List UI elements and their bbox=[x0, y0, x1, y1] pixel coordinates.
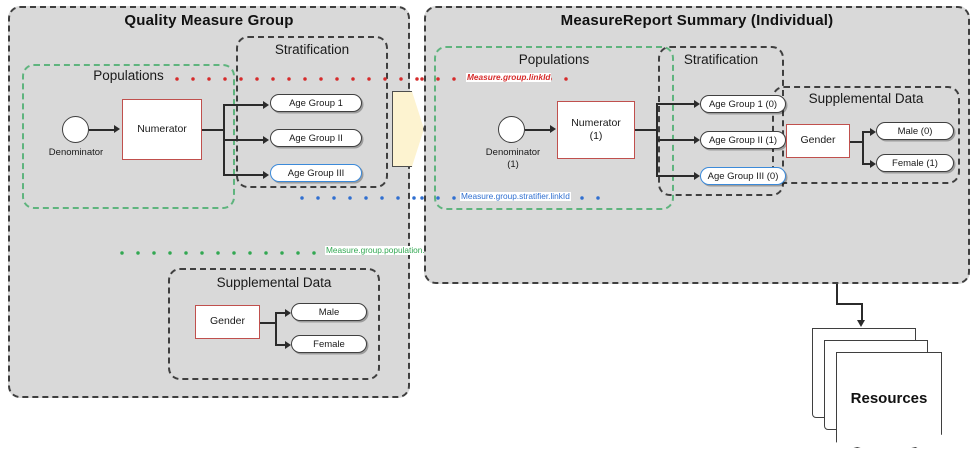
left-strat-item-2[interactable]: Age Group II bbox=[270, 129, 362, 147]
resources-connector-horizontal bbox=[836, 303, 862, 305]
right-gender-vertical bbox=[862, 131, 864, 164]
left-supplemental-item-2-label: Female bbox=[313, 338, 345, 350]
left-numerator-node: Numerator bbox=[122, 99, 202, 160]
left-panel-title: Quality Measure Group bbox=[124, 12, 294, 29]
group-linkid-label: Measure.group.linkId bbox=[466, 72, 552, 83]
left-denominator-label: Denominator bbox=[48, 147, 104, 158]
resources-connector-vertical-1 bbox=[836, 284, 838, 304]
measurereport-summary-panel bbox=[424, 6, 970, 284]
stratifier-linkid-label: Measure.group.stratifier.linkId bbox=[460, 191, 571, 202]
right-numerator-count: (1) bbox=[589, 130, 603, 142]
right-fan-branch-3 bbox=[656, 175, 696, 177]
left-populations-title: Populations bbox=[93, 68, 164, 83]
resources-arrow bbox=[857, 320, 865, 327]
left-gender-arrow-2 bbox=[285, 341, 291, 349]
left-fan-arrow-2 bbox=[263, 136, 269, 144]
right-numerator-label: Numerator bbox=[571, 116, 621, 129]
right-strat-item-1-label: Age Group 1 (0) bbox=[708, 98, 778, 110]
left-gender-branch-1 bbox=[275, 312, 287, 314]
flow-chevron-icon bbox=[392, 91, 424, 167]
left-fan-arrow-3 bbox=[263, 171, 269, 179]
left-gender-stem bbox=[260, 322, 276, 324]
left-strat-item-3-label: Age Group III bbox=[287, 167, 345, 179]
resources-doc-front: Resources bbox=[836, 352, 942, 448]
right-fan-arrow-2 bbox=[694, 136, 700, 144]
right-gender-branch-2 bbox=[862, 163, 872, 165]
left-denominator-arrow bbox=[114, 125, 120, 133]
left-fan-branch-3 bbox=[223, 174, 265, 176]
right-fan-branch-2 bbox=[656, 139, 696, 141]
left-gender-label: Gender bbox=[209, 315, 246, 328]
left-stratifier-linkid-track bbox=[300, 196, 425, 200]
right-panel-title: MeasureReport Summary (Individual) bbox=[560, 12, 834, 29]
left-supplemental-item-2[interactable]: Female bbox=[291, 335, 367, 353]
right-populations-title: Populations bbox=[518, 52, 590, 67]
left-gender-branch-2 bbox=[275, 344, 287, 346]
right-denominator-to-numerator-line bbox=[525, 129, 552, 131]
left-gender-arrow-1 bbox=[285, 309, 291, 317]
right-supplemental-item-1-label: Male (0) bbox=[897, 125, 933, 137]
right-stratification-title: Stratification bbox=[683, 52, 759, 67]
right-gender-label: Gender bbox=[800, 134, 836, 147]
right-supplemental-item-2[interactable]: Female (1) bbox=[876, 154, 954, 172]
right-strat-item-3-label: Age Group III (0) bbox=[707, 170, 779, 182]
left-stratification-title: Stratification bbox=[274, 42, 350, 57]
left-supplemental-group bbox=[168, 268, 380, 380]
left-gender-vertical bbox=[275, 312, 277, 345]
left-fan-stem bbox=[202, 129, 224, 131]
right-denominator-label: Denominator (1) bbox=[478, 147, 548, 171]
resources-connector-vertical-2 bbox=[861, 303, 863, 322]
left-group-linkid-track bbox=[175, 77, 420, 81]
right-supplemental-item-2-label: Female (1) bbox=[892, 157, 938, 169]
left-strat-item-1[interactable]: Age Group 1 bbox=[270, 94, 362, 112]
right-fan-stem bbox=[635, 129, 657, 131]
right-gender-branch-1 bbox=[862, 131, 872, 133]
left-fan-branch-1 bbox=[223, 104, 265, 106]
right-fan-arrow-3 bbox=[694, 172, 700, 180]
right-gender-arrow-2 bbox=[870, 160, 876, 168]
left-strat-item-3[interactable]: Age Group III bbox=[270, 164, 362, 182]
left-gender-node: Gender bbox=[195, 305, 260, 339]
right-stratification-group bbox=[658, 46, 784, 196]
left-fan-branch-2 bbox=[223, 139, 265, 141]
population-linkid-label: Measure.group.population.linkId bbox=[325, 245, 446, 256]
left-numerator-label: Numerator bbox=[137, 122, 187, 135]
left-populations-group bbox=[22, 64, 235, 209]
left-supplemental-title: Supplemental Data bbox=[216, 275, 332, 290]
left-stratification-group bbox=[236, 36, 388, 188]
right-strat-item-2[interactable]: Age Group II (1) bbox=[700, 131, 786, 149]
right-strat-item-3[interactable]: Age Group III (0) bbox=[700, 167, 786, 185]
left-fan-arrow-1 bbox=[263, 101, 269, 109]
right-denominator-node bbox=[498, 116, 525, 143]
resources-label: Resources bbox=[850, 389, 928, 407]
right-supplemental-item-1[interactable]: Male (0) bbox=[876, 122, 954, 140]
right-denominator-name: Denominator bbox=[485, 147, 541, 158]
right-gender-stem bbox=[850, 141, 863, 143]
left-strat-item-2-label: Age Group II bbox=[289, 132, 343, 144]
right-fan-branch-1 bbox=[656, 103, 696, 105]
right-gender-node: Gender bbox=[786, 124, 850, 158]
right-gender-arrow-1 bbox=[870, 128, 876, 136]
left-denominator-to-numerator-line bbox=[89, 129, 116, 131]
right-populations-group bbox=[434, 46, 674, 210]
right-strat-item-1[interactable]: Age Group 1 (0) bbox=[700, 95, 786, 113]
left-strat-item-1-label: Age Group 1 bbox=[289, 97, 343, 109]
right-fan-arrow-1 bbox=[694, 100, 700, 108]
left-supplemental-item-1-label: Male bbox=[318, 306, 340, 318]
right-strat-item-2-label: Age Group II (1) bbox=[708, 134, 778, 146]
right-supplemental-title: Supplemental Data bbox=[808, 91, 924, 106]
right-numerator-node: Numerator (1) bbox=[557, 101, 635, 159]
right-denominator-arrow bbox=[550, 125, 556, 133]
left-denominator-node bbox=[62, 116, 89, 143]
right-denominator-count: (1) bbox=[507, 158, 519, 170]
left-supplemental-item-1[interactable]: Male bbox=[291, 303, 367, 321]
